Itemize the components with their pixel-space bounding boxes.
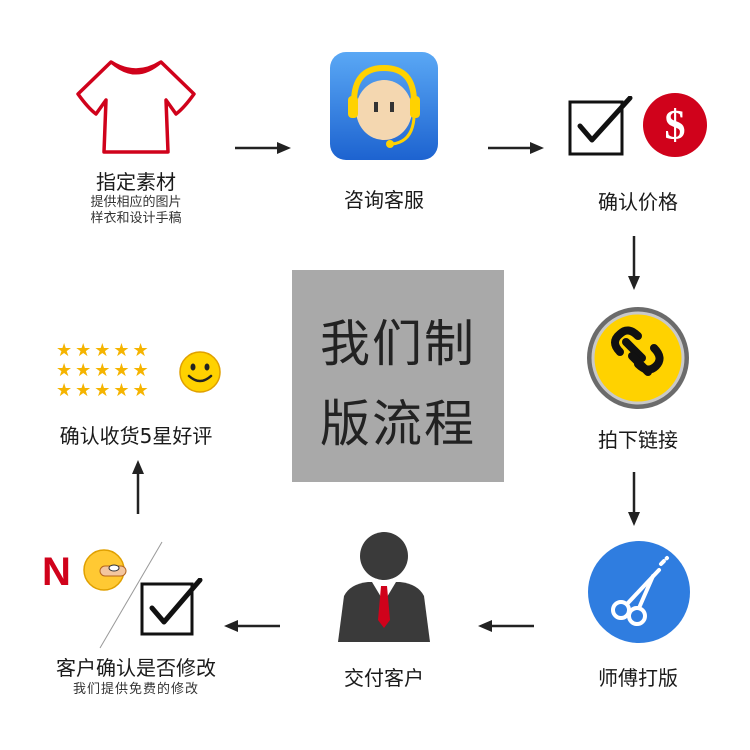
businessman-icon	[338, 532, 430, 642]
sweater-icon	[76, 60, 196, 154]
center-title-line1: 我们制	[320, 315, 476, 373]
no-letter: N	[42, 550, 71, 594]
star-rating-row-2: ★★★★★	[56, 360, 152, 381]
arrow-left-icon	[478, 620, 534, 632]
divider-slash	[99, 541, 163, 649]
arrow-down-icon	[628, 472, 640, 526]
center-title-line2: 版流程	[320, 395, 476, 453]
arrow-up-icon	[132, 460, 144, 514]
step-label-order: 拍下链接	[598, 428, 678, 452]
arrow-down-icon	[628, 236, 640, 290]
step-label-review: 确认收货5星好评	[59, 424, 213, 448]
star-rating-row-3: ★★★★★	[56, 380, 152, 401]
step-sub-confirm-modify: 我们提供免费的修改	[72, 682, 199, 697]
step-label-price: 确认价格	[598, 190, 678, 214]
checkbox-checked-icon	[568, 96, 633, 156]
svg-text:$: $	[665, 103, 686, 149]
customer-service-icon	[330, 52, 438, 160]
thinking-face-icon	[83, 549, 127, 591]
star-rating-row-1: ★★★★★	[56, 340, 152, 361]
arrow-left-icon	[224, 620, 280, 632]
arrow-right-icon	[488, 142, 544, 154]
arrow-right-icon	[235, 142, 291, 154]
center-title-box: 我们制 版流程	[292, 270, 504, 482]
step-label-service: 咨询客服	[344, 188, 424, 212]
chain-link-icon	[587, 307, 689, 409]
scissors-icon	[588, 541, 690, 643]
smiley-icon	[179, 351, 221, 393]
dollar-icon: $	[643, 93, 707, 157]
step-label-delivery: 交付客户	[344, 666, 424, 690]
step-label-pattern: 师傅打版	[598, 666, 678, 690]
step-label-materials: 指定素材	[96, 170, 176, 194]
step-sub-materials-2: 样衣和设计手稿	[90, 211, 182, 226]
step-label-confirm-modify: 客户确认是否修改	[56, 656, 216, 680]
checkbox-checked-icon	[140, 578, 203, 636]
step-sub-materials-1: 提供相应的图片	[90, 195, 182, 210]
